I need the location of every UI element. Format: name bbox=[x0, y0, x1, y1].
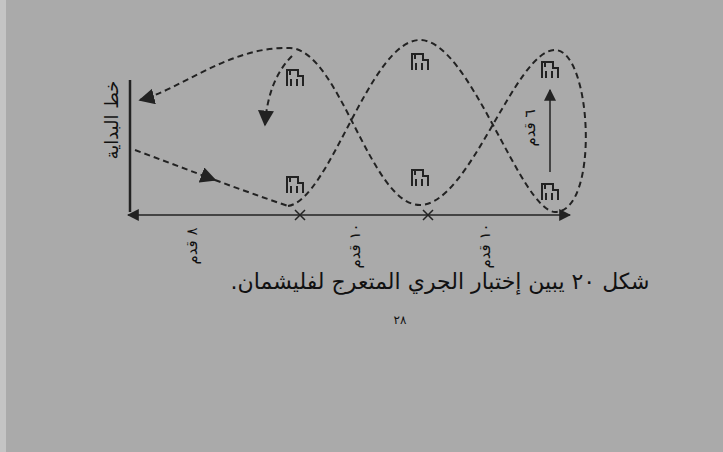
dimension-label: ١٠ قدم bbox=[346, 223, 364, 268]
cross-marks bbox=[295, 210, 433, 220]
run-path bbox=[265, 56, 292, 125]
page-number: ٢٨ bbox=[394, 313, 407, 327]
dimension-label: ١٠ قدم bbox=[476, 223, 494, 268]
run-path bbox=[215, 180, 288, 206]
distance-axis bbox=[128, 214, 570, 216]
run-path bbox=[135, 150, 215, 180]
cones bbox=[287, 54, 558, 200]
dimension-label: ٦ قدم bbox=[521, 109, 539, 146]
distance-arrow bbox=[549, 90, 551, 172]
run-path bbox=[140, 40, 586, 212]
figure-caption: شكل ٢٠ يبين إختبار الجري المتعرج لفليشما… bbox=[231, 269, 650, 295]
start-line-label: خط البداية bbox=[101, 81, 123, 160]
page-edge bbox=[0, 0, 6, 452]
start-line bbox=[129, 80, 132, 212]
dimension-label: ٨ قدم bbox=[183, 227, 201, 264]
